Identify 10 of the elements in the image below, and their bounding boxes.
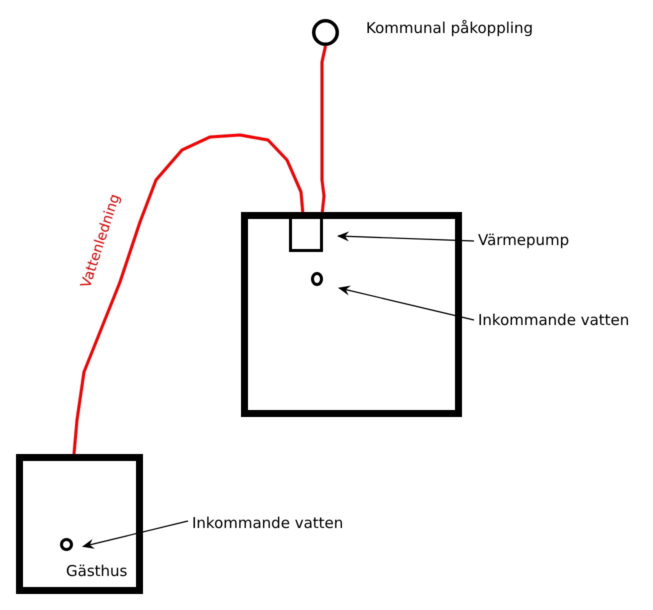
water-inlet-circle [60, 538, 73, 551]
callout-label: Inkommande vatten [192, 514, 344, 532]
house-outline [241, 212, 462, 417]
connection-circle [312, 19, 339, 46]
connection-label: Kommunal påkoppling [366, 19, 534, 37]
water-inlet-circle [311, 272, 323, 286]
callout-label: Värmepump [478, 231, 570, 249]
callout-label: Inkommande vatten [478, 311, 630, 329]
building-label: Gästhus [66, 562, 128, 580]
guesthouse-outline [16, 454, 143, 594]
